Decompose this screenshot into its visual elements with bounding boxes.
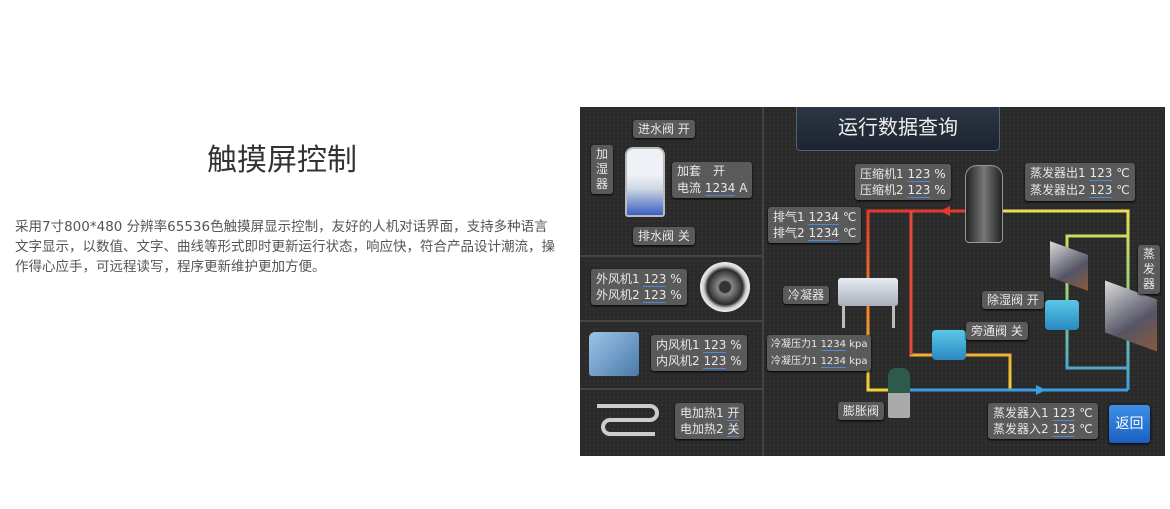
unit: kpa (849, 356, 868, 367)
label: 电加热1 (680, 406, 724, 420)
unit: ℃ (1079, 406, 1093, 420)
compressor-icon[interactable] (965, 165, 1003, 243)
heater-status: 加套 开 (677, 164, 726, 178)
value: 123 (1052, 406, 1076, 421)
value: 123 (1052, 422, 1076, 437)
value: 1234 (808, 226, 840, 241)
label: 压缩机2 (860, 183, 904, 197)
outer-fan-status: 外风机1 123 % 外风机2 123 % (591, 269, 687, 305)
divider (580, 320, 762, 322)
label: 蒸发器入1 (993, 406, 1049, 420)
unit: % (670, 288, 682, 302)
value: 1234 (808, 210, 840, 225)
unit: % (730, 338, 742, 352)
unit: % (730, 354, 742, 368)
divider (762, 107, 764, 456)
electric-heater-icon[interactable] (595, 400, 661, 442)
unit: % (934, 183, 946, 197)
unit: % (934, 167, 946, 181)
condenser-leg (842, 306, 845, 328)
hmi-screen: 运行数据查询 进水阀 开 加湿器 加套 开 电流 1234 A 排水阀 关 外风… (580, 107, 1165, 456)
inner-fan-status: 内风机1 123 % 内风机2 123 % (651, 335, 747, 371)
value: 关 (727, 422, 740, 437)
label: 冷凝压力1 (771, 339, 818, 350)
unit: % (670, 272, 682, 286)
dehumidify-valve-status: 除湿阀 开 (982, 291, 1044, 309)
unit: ℃ (842, 210, 857, 224)
condenser-pressure-status: 冷凝压力1 1234 kpa 冷凝压力1 1234 kpa (767, 335, 872, 371)
value: 123 (1089, 166, 1113, 181)
value: 123 (907, 167, 931, 182)
inlet-valve-status: 进水阀 开 (633, 120, 695, 138)
value: 123 (907, 183, 931, 198)
evaporator-label: 蒸发器 (1138, 245, 1160, 294)
evaporator-inlet-status: 蒸发器入1 123 ℃ 蒸发器入2 123 ℃ (988, 403, 1098, 439)
value: 123 (643, 272, 667, 287)
label: 蒸发器入2 (993, 422, 1049, 436)
humidifier-icon[interactable] (625, 147, 665, 217)
value: 123 (1089, 183, 1113, 198)
unit: ℃ (1079, 422, 1093, 436)
label: 蒸发器出2 (1030, 183, 1086, 197)
label: 蒸发器出1 (1030, 166, 1086, 180)
section-heading: 触摸屏控制 (207, 143, 357, 178)
label: 外风机2 (596, 288, 640, 302)
flow-arrow-icon (940, 206, 950, 216)
exhaust-status: 排气1 1234 ℃ 排气2 1234 ℃ (768, 207, 862, 243)
divider (580, 255, 762, 257)
evaporator-outlet-status: 蒸发器出1 123 ℃ 蒸发器出2 123 ℃ (1025, 163, 1135, 201)
unit: ℃ (842, 226, 857, 240)
unit: ℃ (1116, 183, 1130, 197)
dehumidify-valve-icon[interactable] (1045, 300, 1079, 330)
label: 排气2 (773, 226, 805, 240)
label: 冷凝压力1 (771, 356, 818, 367)
label: 内风机2 (656, 354, 700, 368)
divider (580, 388, 762, 390)
label: 电加热2 (680, 422, 724, 436)
value: 123 (643, 288, 667, 303)
compressor-status: 压缩机1 123 % 压缩机2 123 % (855, 164, 951, 200)
label: 内风机1 (656, 338, 700, 352)
bypass-valve-status: 旁通阀 关 (966, 322, 1028, 340)
unit: kpa (849, 339, 868, 350)
current-unit: A (739, 181, 748, 195)
value: 1234 (820, 356, 847, 368)
bypass-valve-icon[interactable] (932, 330, 966, 360)
section-description: 采用7寸800*480 分辨率65536色触摸屏显示控制，友好的人机对话界面，支… (15, 219, 555, 275)
value: 开 (727, 406, 740, 421)
current-value: 1234 (704, 181, 736, 196)
value: 123 (703, 338, 727, 353)
flow-arrow-icon (1036, 385, 1046, 395)
current-label: 电流 (677, 181, 702, 195)
unit: ℃ (1116, 166, 1130, 180)
expansion-valve-label: 膨胀阀 (838, 402, 885, 420)
expansion-valve-icon[interactable] (888, 368, 910, 418)
value: 123 (703, 354, 727, 369)
humidifier-status: 加套 开 电流 1234 A (672, 162, 753, 198)
outlet-valve-status: 排水阀 关 (633, 227, 695, 245)
outer-fan-icon[interactable] (700, 262, 750, 312)
label: 外风机1 (596, 272, 640, 286)
humidifier-label: 加湿器 (591, 145, 613, 194)
condenser-leg (892, 306, 895, 328)
label: 压缩机1 (860, 167, 904, 181)
back-button[interactable]: 返回 (1109, 405, 1150, 443)
screen-title: 运行数据查询 (796, 107, 1000, 151)
condenser-label: 冷凝器 (783, 286, 830, 304)
label: 排气1 (773, 210, 805, 224)
inner-blower-icon[interactable] (589, 332, 639, 376)
condenser-icon[interactable] (838, 278, 898, 306)
value: 1234 (820, 339, 847, 351)
electric-heat-status: 电加热1 开 电加热2 关 (675, 403, 745, 439)
